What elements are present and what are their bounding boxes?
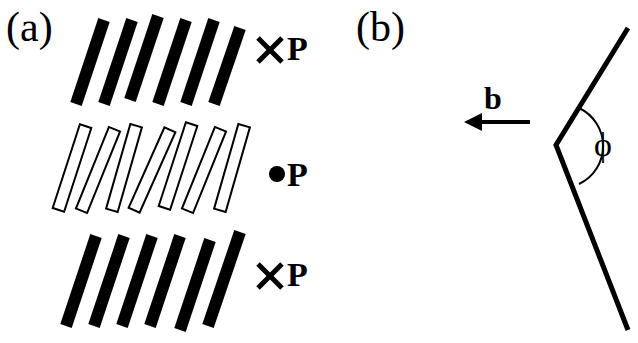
direction-arrow — [464, 113, 530, 131]
panel-label: (b) — [356, 6, 405, 48]
angle-label: ϕ — [594, 128, 612, 162]
polarization-label: P — [287, 32, 308, 66]
vector-label: b — [484, 82, 502, 114]
tilted-layer-middle — [53, 122, 250, 213]
tilted-layer-bottom — [66, 232, 240, 330]
polarization-label: P — [287, 158, 308, 192]
tilted-layer-top — [76, 16, 240, 104]
panel-label: (a) — [6, 6, 53, 48]
cross-symbol — [258, 38, 282, 288]
dot-symbol — [269, 166, 285, 182]
polarization-label: P — [287, 258, 308, 292]
chevron — [556, 28, 628, 330]
